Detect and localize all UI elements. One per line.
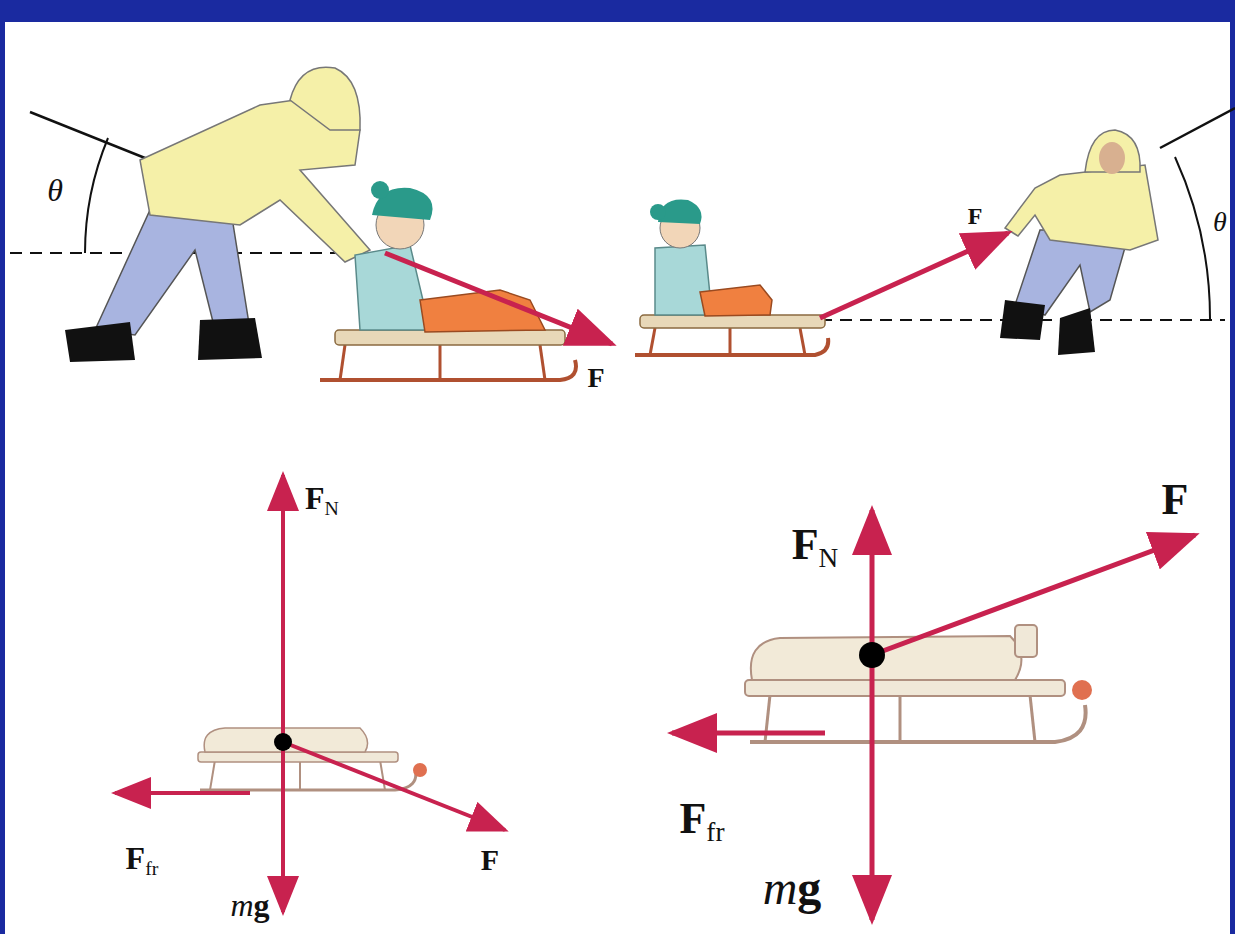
force-label: FN [305,482,339,519]
angle-arc [1175,157,1210,320]
force-label: FN [792,523,839,572]
angle-label: θ [47,174,63,206]
sled-with-child [635,199,828,355]
force-label: F [587,364,604,392]
force-label: Ffr [679,797,724,846]
force-label: F [1162,478,1189,522]
force-label: F [481,845,499,875]
frame-edge [1230,0,1235,934]
adult-pulling [1000,130,1158,355]
force-vectors [115,475,505,912]
sled-outline [198,728,427,790]
adult-pushing [65,67,370,362]
force-arrow [820,233,1008,318]
force-arrow [385,253,612,344]
sled-outline [745,625,1092,742]
angle-label: θ [1213,208,1227,236]
force-label: F [968,204,983,228]
force-label: Ffr [126,842,159,879]
force-label: mg [230,889,269,921]
frame-bar [0,0,1235,22]
force-label: mg [763,864,822,912]
angle-line [30,112,150,160]
angle-arc [85,138,108,253]
frame-edge [0,0,5,934]
force-vectors [672,510,1195,920]
angle-line [1160,108,1235,148]
